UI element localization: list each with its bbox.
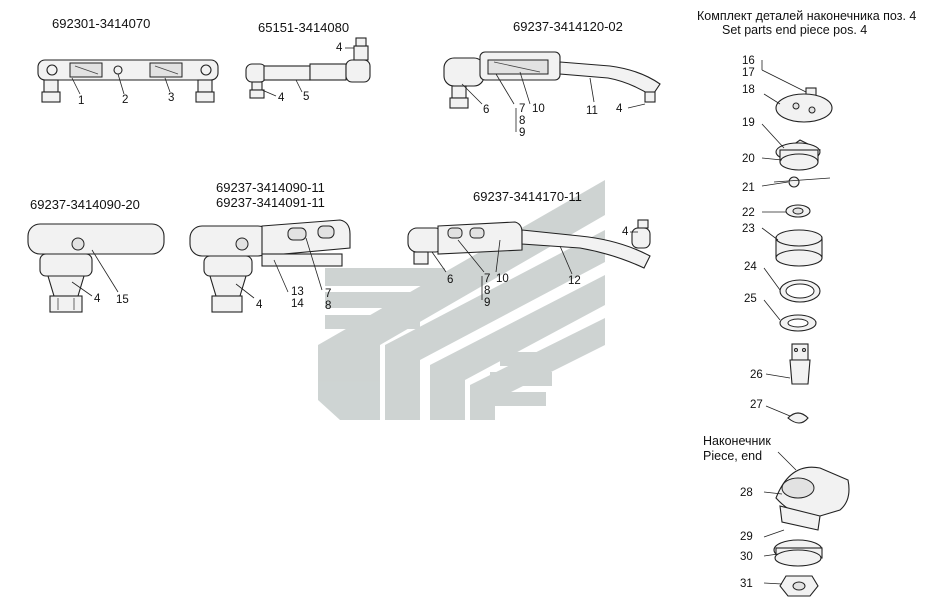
callout-4b: 4 — [278, 92, 285, 104]
assembly-1-drawing — [37, 59, 219, 103]
piece-drawing — [763, 451, 850, 597]
callout-15: 15 — [116, 294, 129, 306]
callout-22: 22 — [742, 207, 755, 219]
assembly-code-4: 69237-3414090-20 — [30, 197, 140, 212]
kit-drawing — [761, 60, 833, 424]
callout-7b: 7 — [325, 288, 331, 300]
callout-8c: 8 — [484, 285, 490, 297]
callout-23: 23 — [742, 223, 755, 235]
assembly-code-3: 69237-3414120-02 — [513, 19, 623, 34]
callout-3: 3 — [168, 92, 174, 104]
callout-4e: 4 — [256, 299, 263, 311]
callout-13: 13 — [291, 286, 304, 298]
callout-7a: 7 — [519, 103, 525, 115]
callout-27: 27 — [750, 399, 763, 411]
callout-11: 11 — [586, 105, 598, 117]
callout-6a: 6 — [483, 104, 489, 116]
callout-21: 21 — [742, 182, 755, 194]
callout-5: 5 — [303, 91, 309, 103]
callout-4d: 4 — [94, 293, 101, 305]
callout-25: 25 — [744, 293, 757, 305]
callout-4f: 4 — [622, 226, 629, 238]
assembly-code-5: 69237-3414090-11 — [216, 180, 325, 195]
assembly-6-drawing — [407, 219, 651, 300]
callout-8a: 8 — [519, 115, 525, 127]
callout-10a: 10 — [532, 103, 545, 115]
callout-2: 2 — [122, 94, 128, 106]
watermark-logo — [318, 180, 605, 420]
callout-12: 12 — [568, 275, 581, 287]
callout-7c: 7 — [484, 273, 490, 285]
callout-24: 24 — [744, 261, 757, 273]
callout-9b: 9 — [484, 297, 490, 309]
callout-8b: 8 — [325, 300, 331, 312]
assembly-5-drawing — [189, 219, 351, 313]
callout-18: 18 — [742, 84, 755, 96]
callout-17: 17 — [742, 67, 755, 79]
callout-4c: 4 — [616, 103, 623, 115]
callout-20: 20 — [742, 153, 755, 165]
piece-title-ru: Наконечник — [703, 434, 771, 448]
callout-28: 28 — [740, 487, 753, 499]
callout-29: 29 — [740, 531, 753, 543]
kit-title-en: Set parts end piece pos. 4 — [722, 23, 867, 37]
callout-16: 16 — [742, 55, 755, 67]
callout-4a: 4 — [336, 42, 343, 54]
callout-6b: 6 — [447, 274, 453, 286]
assembly-4-drawing — [27, 223, 165, 313]
assembly-code-2: 65151-3414080 — [258, 20, 349, 35]
assembly-code-7: 69237-3414170-11 — [473, 189, 582, 204]
assembly-3-drawing — [443, 51, 661, 132]
assembly-2-drawing — [245, 37, 371, 99]
piece-title-en: Piece, end — [703, 449, 762, 463]
callout-1: 1 — [78, 95, 84, 107]
callout-9a: 9 — [519, 127, 525, 139]
kit-title-ru: Комплект деталей наконечника поз. 4 — [697, 9, 916, 23]
assembly-code-6: 69237-3414091-11 — [216, 195, 325, 210]
callout-19: 19 — [742, 117, 755, 129]
callout-14: 14 — [291, 298, 304, 310]
callout-31: 31 — [740, 578, 753, 590]
callout-26: 26 — [750, 369, 763, 381]
callout-30: 30 — [740, 551, 753, 563]
callout-10b: 10 — [496, 273, 509, 285]
assembly-code-1: 692301-3414070 — [52, 16, 150, 31]
